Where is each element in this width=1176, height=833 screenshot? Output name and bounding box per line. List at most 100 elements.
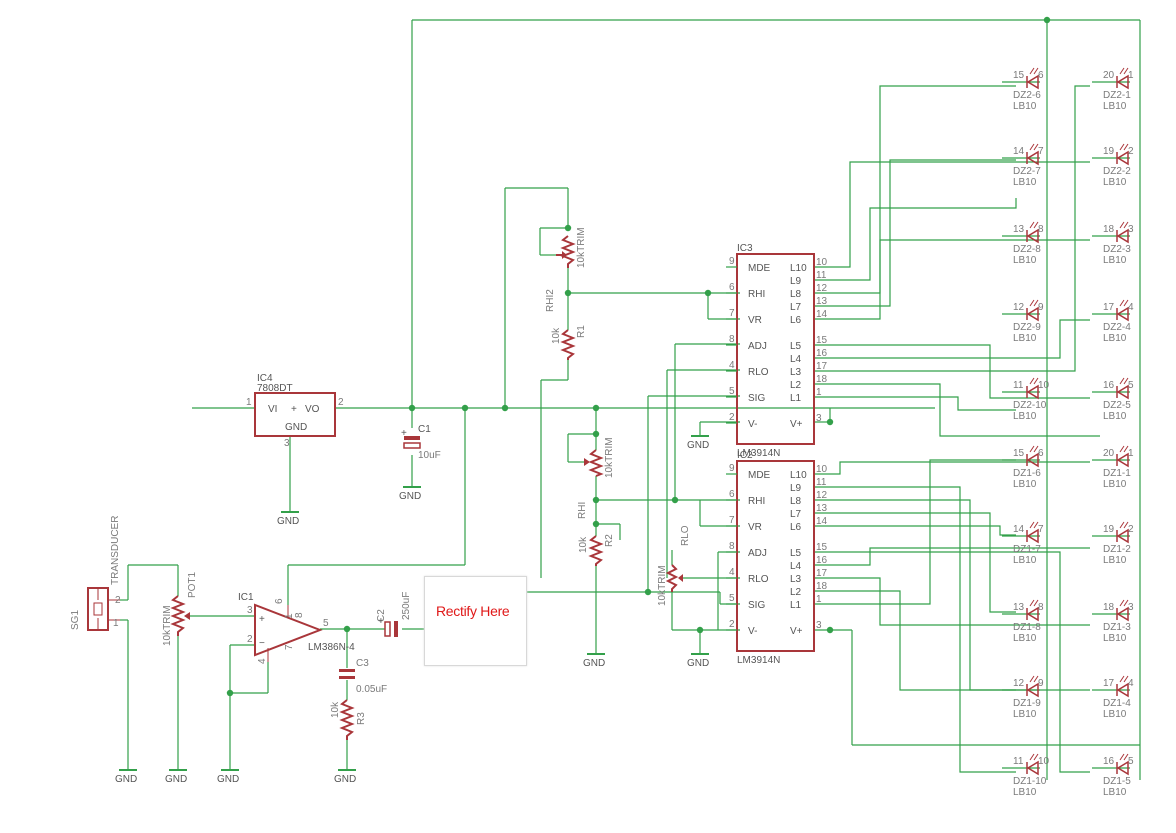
led-pin-b: 2 (1128, 146, 1134, 157)
ic3-right-label: L7 (790, 302, 802, 313)
led-name: DZ2-9 (1013, 322, 1041, 333)
ic4-pin1: 1 (246, 397, 252, 408)
led-part: LB10 (1013, 479, 1037, 490)
led-pin-b: 4 (1128, 302, 1134, 313)
led-pin-a: 12 (1013, 678, 1025, 689)
r2-value: 10k (578, 536, 589, 553)
ic3-right-pin: 1 (816, 387, 822, 398)
gnd-symbol: GND (687, 653, 709, 669)
ic3-right-label: L5 (790, 341, 802, 352)
ic2-left-pin: 8 (729, 541, 735, 552)
ic3-right-label: L1 (790, 393, 802, 404)
sg1-pin2: 2 (115, 595, 121, 606)
ic2-right-label: L2 (790, 587, 802, 598)
ic2-right-label: L5 (790, 548, 802, 559)
rhi2-name: RHI2 (545, 289, 556, 312)
ic3-right-label: V+ (790, 419, 803, 430)
led-pin-a: 15 (1013, 70, 1025, 81)
led-name: DZ1-10 (1013, 776, 1047, 787)
gnd-label: GND (217, 774, 239, 785)
gnd-symbol: GND (334, 769, 356, 785)
rhi2-value: 10kTRIM (576, 227, 587, 268)
led-name: DZ1-2 (1103, 544, 1131, 555)
ic3-left-label: ADJ (748, 341, 767, 352)
led-pin-a: 17 (1103, 678, 1115, 689)
ic2-left-label: RHI (748, 496, 765, 507)
led-pin-a: 11 (1013, 380, 1024, 391)
led-part: LB10 (1013, 255, 1037, 266)
led-pin-b: 7 (1038, 146, 1044, 157)
ic2-right-label: L10 (790, 470, 807, 481)
led-pin-b: 8 (1038, 224, 1044, 235)
ic2-right-pin: 16 (816, 555, 828, 566)
led-name: DZ1-9 (1013, 698, 1041, 709)
led-part: LB10 (1103, 633, 1127, 644)
led-pin-b: 5 (1128, 380, 1134, 391)
led-part: LB10 (1103, 787, 1127, 798)
led-name: DZ2-3 (1103, 244, 1131, 255)
led-pin-b: 7 (1038, 524, 1044, 535)
led-name: DZ2-1 (1103, 90, 1131, 101)
gnd-symbol: GND (583, 653, 605, 669)
ic3-right-pin: 14 (816, 309, 828, 320)
ic2-right-label: L4 (790, 561, 802, 572)
led-name: DZ2-5 (1103, 400, 1131, 411)
led-part: LB10 (1103, 555, 1127, 566)
r1-value: 10k (551, 327, 562, 344)
led-pin-a: 18 (1103, 602, 1115, 613)
ic3-right-label: L8 (790, 289, 802, 300)
transducer-sg1: SG1 TRANSDUCER 1 2 (70, 516, 121, 631)
gnd-label: GND (165, 774, 187, 785)
c2-plus: + (378, 616, 384, 627)
led-part: LB10 (1013, 555, 1037, 566)
led-pin-b: 2 (1128, 524, 1134, 535)
resistor-r3: 10k R3 (330, 699, 367, 740)
ic3-left-pin: 8 (729, 334, 735, 345)
led-name: DZ2-4 (1103, 322, 1131, 333)
led-pin-b: 9 (1038, 302, 1044, 313)
led-name: DZ2-2 (1103, 166, 1131, 177)
led-part: LB10 (1103, 255, 1127, 266)
gnd-symbol: GND (687, 435, 709, 451)
ic3-left-pin: 5 (729, 386, 735, 397)
ic3-left-pin: 2 (729, 412, 735, 423)
ic3-right-label: L3 (790, 367, 802, 378)
r3-name: R3 (356, 712, 367, 725)
ic2-left-label: RLO (748, 574, 769, 585)
ic1-minus: − (259, 638, 265, 649)
ic1-pin3: 3 (247, 605, 253, 616)
ic3-right-pin: 13 (816, 296, 828, 307)
rectify-here-note[interactable]: Rectify Here (424, 576, 527, 666)
led-name: DZ2-8 (1013, 244, 1041, 255)
ic2-right-label: V+ (790, 626, 803, 637)
led-part: LB10 (1013, 709, 1037, 720)
junctions (226, 16, 1051, 697)
led-part: LB10 (1013, 101, 1037, 112)
led-pin-b: 9 (1038, 678, 1044, 689)
rhi-name: RHI (577, 502, 588, 519)
r1-name: R1 (576, 325, 587, 338)
ic3-left-pin: 7 (729, 308, 735, 319)
led-part: LB10 (1013, 411, 1037, 422)
led-pin-b: 5 (1128, 756, 1134, 767)
ic4-pin2: 2 (338, 397, 344, 408)
ic1-plus: + (259, 614, 265, 625)
led-pin-b: 10 (1038, 756, 1050, 767)
led-pin-a: 14 (1013, 524, 1025, 535)
ic2-right-pin: 15 (816, 542, 828, 553)
c1-plus: + (401, 428, 407, 439)
gnd-symbol: GND (399, 486, 421, 502)
c3-value: 0.05uF (356, 684, 387, 695)
led-part: LB10 (1013, 633, 1037, 644)
led-part: LB10 (1103, 333, 1127, 344)
led-name: DZ2-6 (1013, 90, 1041, 101)
